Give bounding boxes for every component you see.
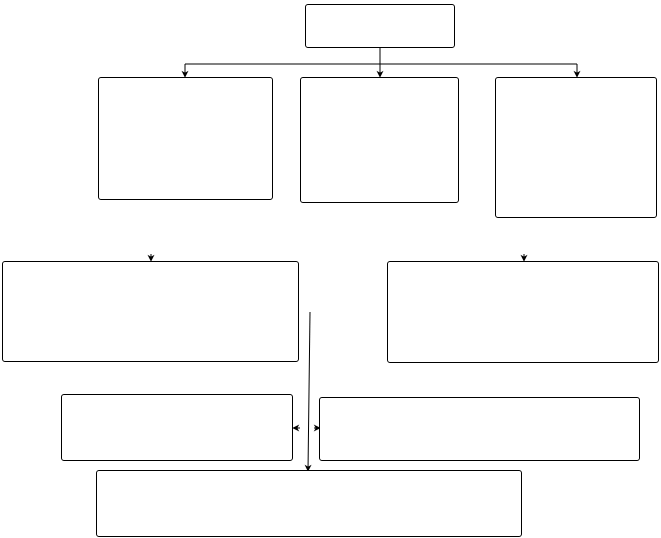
node-branch-left: [98, 77, 273, 200]
node-lower-right: [319, 397, 640, 461]
node-mid-right: [387, 261, 659, 363]
node-branch-right: [495, 77, 657, 218]
node-root: [305, 4, 455, 48]
node-lower-left: [61, 394, 293, 461]
node-bottom: [96, 470, 522, 537]
node-mid-left: [2, 261, 299, 362]
connector-central-trunk: [304, 311, 312, 472]
node-branch-center: [300, 77, 459, 203]
